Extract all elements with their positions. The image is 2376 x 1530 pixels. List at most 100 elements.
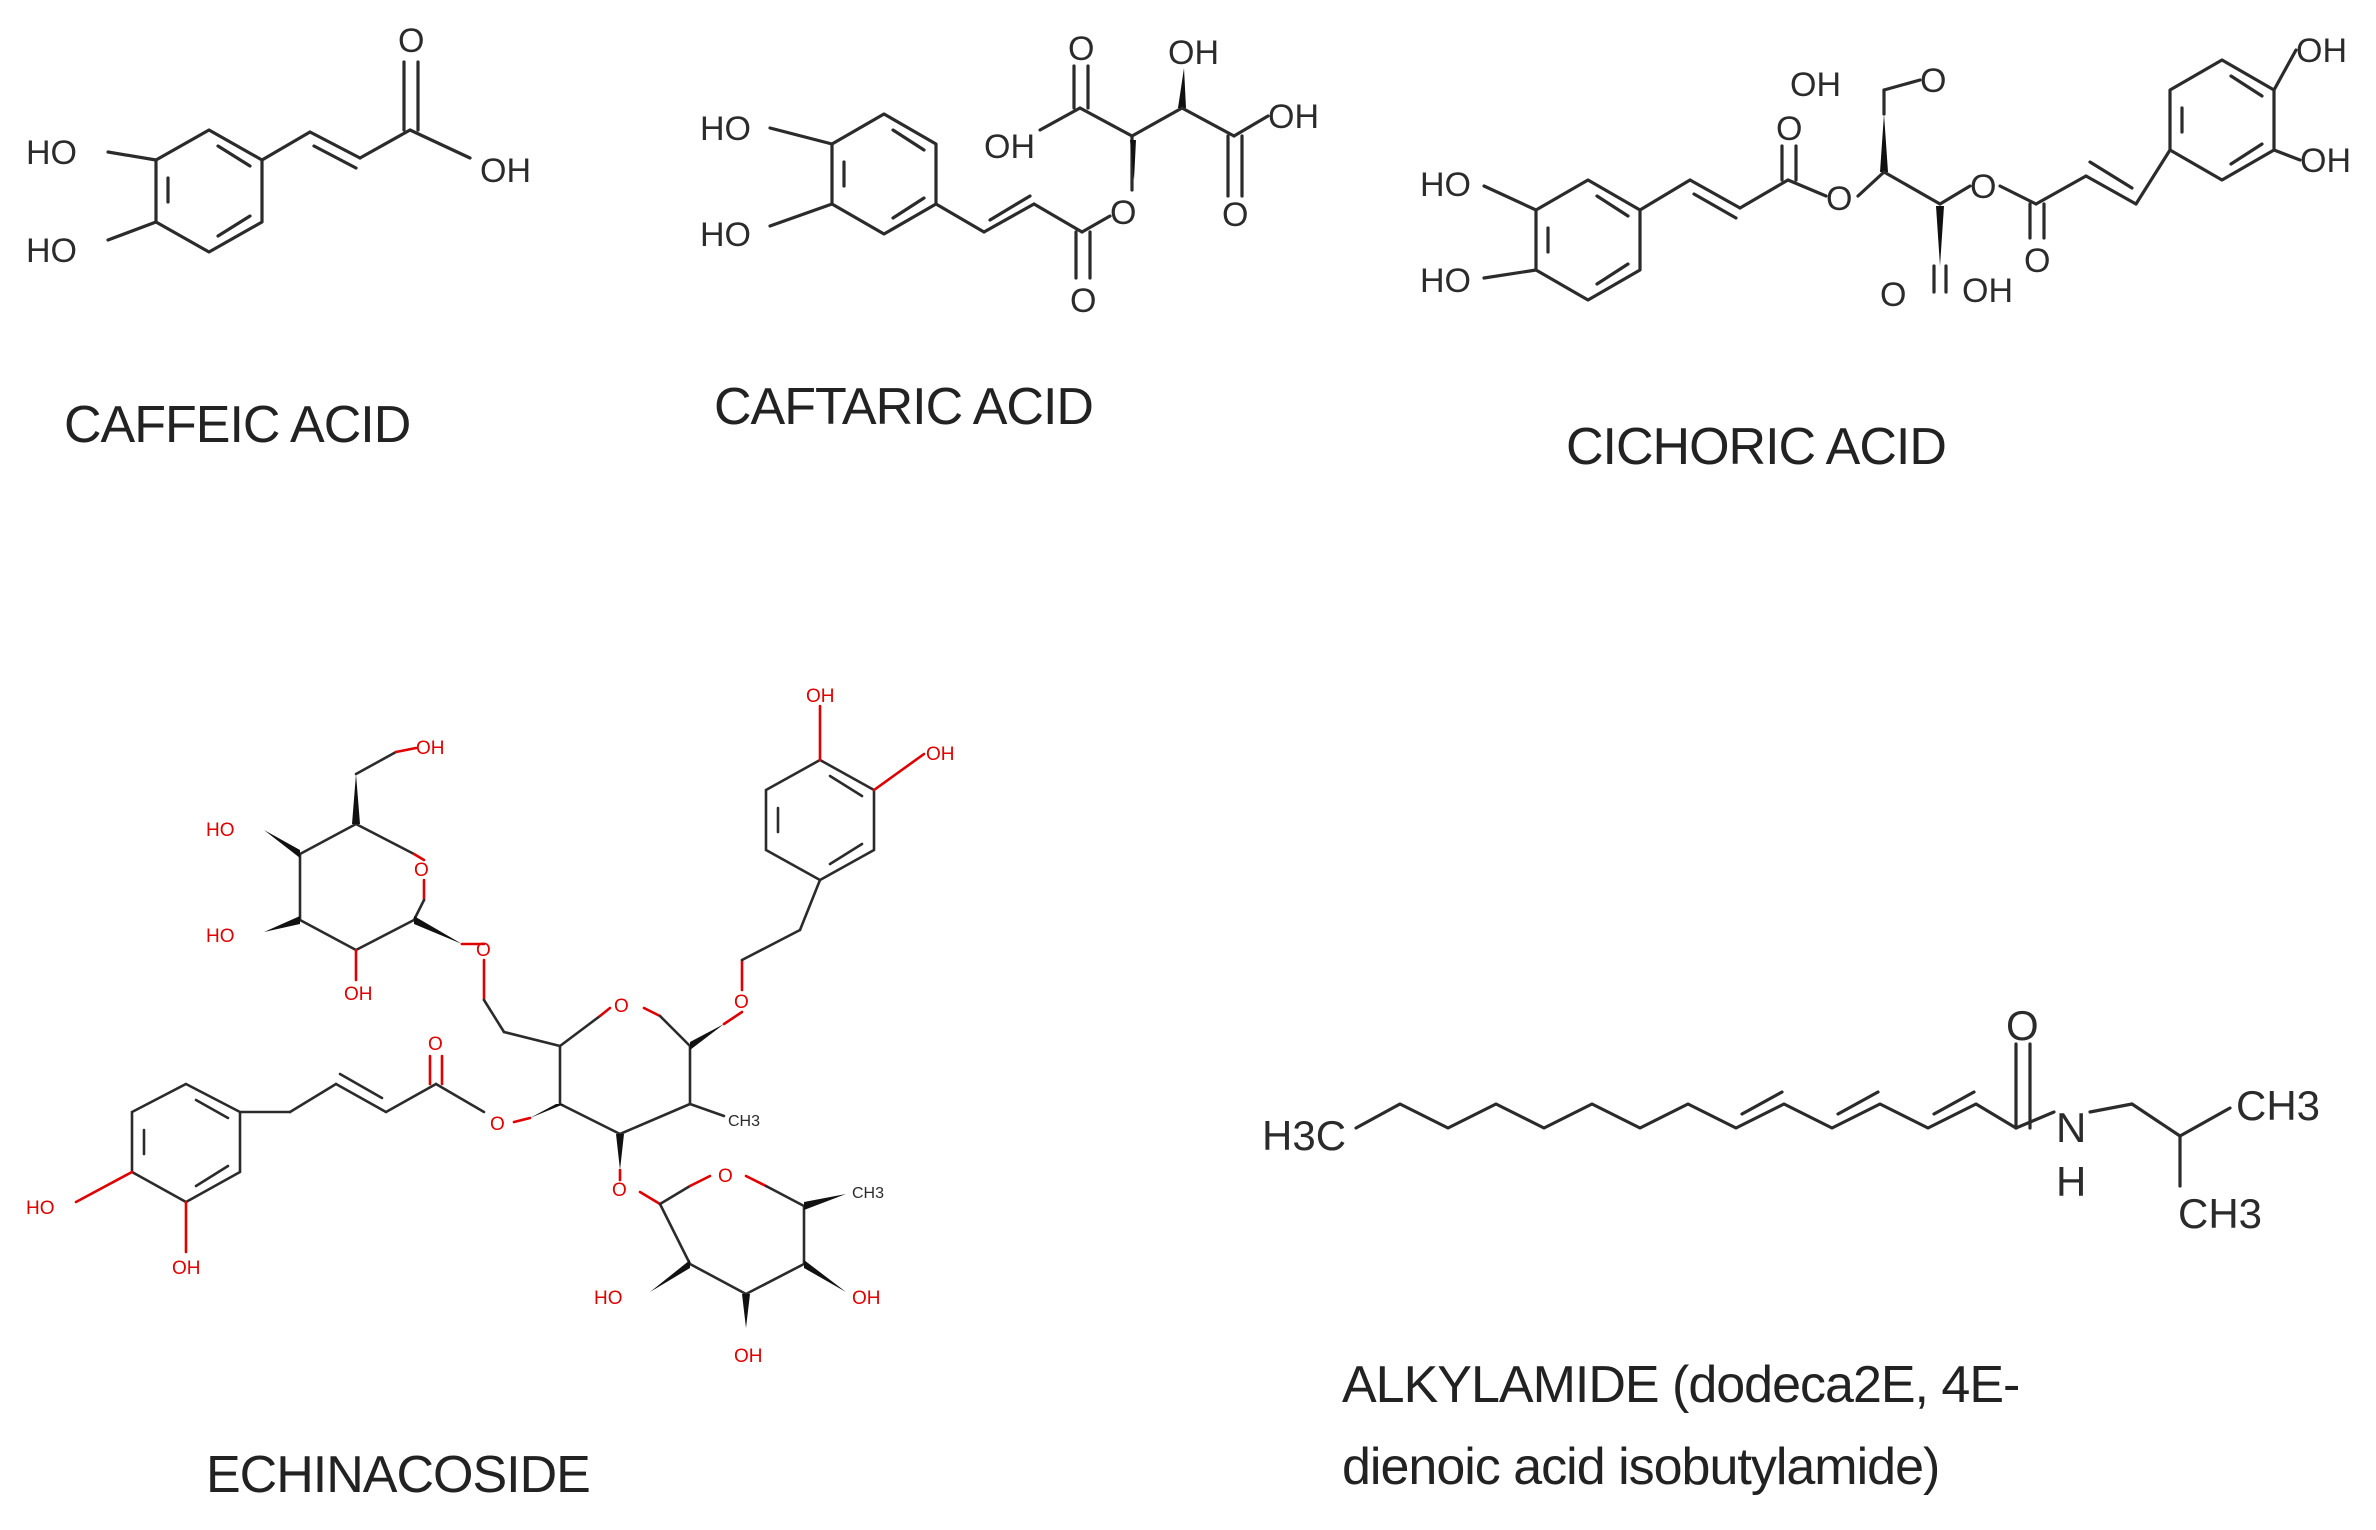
echinacoside-atom-oh-p2: OH: [926, 744, 955, 765]
echinacoside-caf-oh1: [74, 1170, 134, 1204]
caftaric-atom-o-ester: O: [1110, 194, 1136, 232]
cichoric-bond-r-alk2: [2088, 160, 2134, 190]
alkylamide-cn: [2014, 1110, 2056, 1130]
caftaric-bond-c2: [1032, 202, 1084, 234]
alkylamide-label-line1: ALKYLAMIDE (dodeca2E, 4E-: [1342, 1356, 2020, 1414]
echinacoside-atom-ch3-c: CH3: [728, 1113, 760, 1130]
echinacoside-g-wedge1: [352, 774, 360, 824]
echinacoside-atom-o-link1: O: [476, 940, 491, 961]
echinacoside-c-chain1: [740, 928, 802, 962]
echinacoside-r-wedge3: [742, 1294, 750, 1328]
alkylamide-c2: [2178, 1106, 2232, 1138]
cichoric-atom-ho2: HO: [1420, 262, 1471, 300]
cichoric-bond-l-eo: [1786, 178, 1828, 198]
cichoric-bond-cot-a: [1882, 78, 1922, 92]
caffeic-bond-chain1: [260, 130, 312, 162]
echinacoside-r-wedge4: [804, 1260, 846, 1292]
alkylamide-atom-n: N: [2056, 1104, 2086, 1151]
echinacoside-g-wedge3: [264, 916, 300, 932]
cichoric-bond-l-alk2: [1692, 192, 1738, 220]
echinacoside-rhamnose-ring: [638, 1174, 806, 1296]
cichoric-bond-r-alk: [2084, 174, 2138, 206]
echinacoside-c-ch3: [688, 1102, 726, 1118]
cichoric-atom-o-top: O: [1920, 62, 1946, 100]
echinacoside-glucose-ring: [298, 822, 426, 952]
echinacoside-g-ch2: [354, 750, 398, 776]
echinacoside-atom-oh-c2: OH: [172, 1258, 201, 1279]
caftaric-atom-o-top: O: [1068, 30, 1094, 68]
echinacoside-atom-o-ester: O: [490, 1114, 505, 1135]
echinacoside-ester-c: [434, 1082, 486, 1114]
echinacoside-atom-oh-r1: HO: [594, 1288, 623, 1309]
caftaric-atom-oh-right: OH: [1268, 98, 1319, 136]
caffeic-atom-ho2: HO: [26, 232, 77, 270]
caftaric-atom-oh-top: OH: [1168, 34, 1219, 72]
echinacoside-atom-ch3-r: CH3: [852, 1185, 884, 1202]
caftaric-atom-ho1: HO: [700, 110, 751, 148]
cichoric-bond-oh-r2: [2272, 148, 2302, 162]
caftaric-wedge2: [1178, 68, 1186, 108]
caftaric-atom-o-bottom: O: [1070, 282, 1096, 320]
cichoric-atom-oh-r2: OH: [2300, 142, 2351, 180]
cichoric-atom-ho1: HO: [1420, 166, 1471, 204]
caftaric-bond-ho1: [768, 126, 834, 146]
caffeic-bond-alkene: [308, 130, 362, 160]
alkylamide-atom-ch3-1: CH3: [2236, 1082, 2320, 1129]
cichoric-acid-label: CICHORIC ACID: [1566, 418, 1947, 476]
cichoric-bond-ho2: [1482, 268, 1538, 280]
echinacoside-c-wedge1: [690, 1024, 724, 1050]
cichoric-bond-r3: [2134, 148, 2172, 206]
cichoric-atom-o-lc: O: [1776, 110, 1802, 148]
echinacoside-atom-oh-ch2: OH: [416, 738, 445, 759]
echinacoside-g-wedge2: [264, 830, 300, 858]
caftaric-bond-eo: [1080, 214, 1112, 234]
echinacoside-g-ch2-oh: [394, 746, 418, 754]
cichoric-atom-oh-r1: OH: [2296, 32, 2347, 70]
caffeic-acid-label: CAFFEIC ACID: [64, 396, 411, 454]
echinacoside-atom-oh-g1: HO: [206, 820, 235, 841]
cichoric-bond-l1: [1638, 178, 1692, 212]
cichoric-atom-o-re: O: [1970, 168, 1996, 206]
caftaric-bond-ohr: [1232, 114, 1270, 138]
echinacoside-alk4: [288, 1082, 338, 1114]
cichoric-bond-l2: [1738, 178, 1790, 210]
echinacoside-c-wedge2: [530, 1104, 564, 1118]
cichoric-bond-ho1: [1482, 184, 1538, 212]
caftaric-bond-cooh-r: [1180, 106, 1236, 138]
echinacoside-atom-o-r-ring: O: [718, 1166, 733, 1187]
caffeic-atom-oh: OH: [480, 152, 531, 190]
caffeic-bond-alkene2: [312, 144, 358, 170]
caftaric-atom-ho2: HO: [700, 216, 751, 254]
caffeic-bond-chain2: [358, 128, 412, 160]
cichoric-wedge2: [1936, 206, 1944, 266]
alkylamide-nc: [2088, 1102, 2134, 1114]
cichoric-bond-r2: [2034, 174, 2088, 206]
caffeic-bond-ho1: [106, 150, 158, 162]
echinacoside-atom-oh-p1: OH: [806, 686, 835, 707]
caffeic-atom-ho1: HO: [26, 134, 77, 172]
echinacoside-p-oh2: [872, 752, 926, 792]
echinacoside-c-chain2: [798, 878, 822, 932]
echinacoside-atom-oh-g3: OH: [344, 984, 373, 1005]
alkylamide-c1: [2130, 1102, 2182, 1138]
cichoric-bond-l-alk: [1688, 178, 1742, 210]
alkylamide-atom-h3c: H3C: [1262, 1112, 1346, 1159]
caftaric-acid-label: CAFTARIC ACID: [714, 378, 1094, 436]
echinacoside-r-wedge2: [650, 1260, 690, 1292]
alkylamide-chain: [1354, 1090, 2018, 1130]
echinacoside-label: ECHINACOSIDE: [206, 1446, 591, 1504]
caftaric-bond-ho2: [768, 202, 834, 228]
echinacoside-r-wedge1: [804, 1194, 846, 1210]
cichoric-bond-r1: [1998, 184, 2038, 206]
echinacoside-alk3: [338, 1072, 384, 1100]
echinacoside-alk2: [334, 1082, 388, 1114]
caffeic-atom-o: O: [398, 22, 424, 60]
cichoric-bond-oh-r1: [2272, 48, 2298, 92]
echinacoside-c-wedge3: [616, 1134, 624, 1170]
echinacoside-atom-o-carb: O: [428, 1034, 443, 1055]
